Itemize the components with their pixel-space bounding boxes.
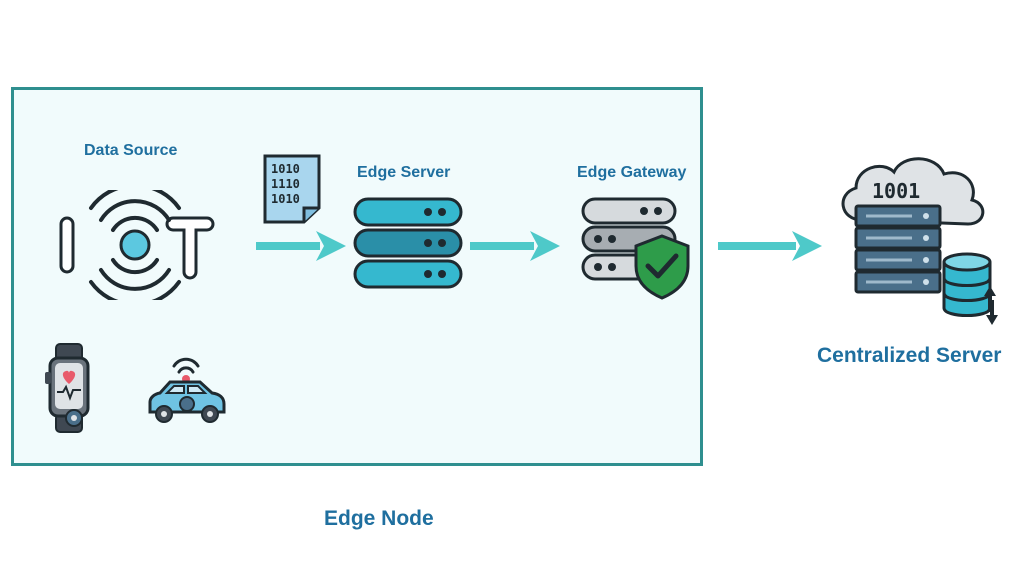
data-source-label: Data Source <box>84 142 178 159</box>
arrow-to-edge-server <box>256 229 348 263</box>
arrow-to-edge-gateway <box>470 229 562 263</box>
arrow-to-centralized-server <box>718 229 824 263</box>
binary-line-2: 1110 <box>271 177 300 191</box>
binary-line-3: 1010 <box>271 192 300 206</box>
smartwatch-icon <box>44 342 94 436</box>
shield-check-icon <box>634 234 690 300</box>
edge-node-label: Edge Node <box>324 507 434 530</box>
binary-line-1: 1010 <box>271 162 300 176</box>
edge-server-icon <box>352 196 464 292</box>
centralized-server-label: Centralized Server <box>817 344 1002 367</box>
binary-document-icon: 1010 1110 1010 <box>262 153 322 225</box>
connected-car-icon <box>144 356 228 432</box>
database-sync-icon <box>942 252 998 325</box>
edge-gateway-icon <box>580 196 692 302</box>
edge-gateway-label: Edge Gateway <box>577 164 687 181</box>
iot-icon <box>55 190 215 300</box>
cloud-server-icon: 1001 <box>832 150 1002 325</box>
cloud-binary-text: 1001 <box>872 179 920 203</box>
edge-server-label: Edge Server <box>357 164 451 181</box>
